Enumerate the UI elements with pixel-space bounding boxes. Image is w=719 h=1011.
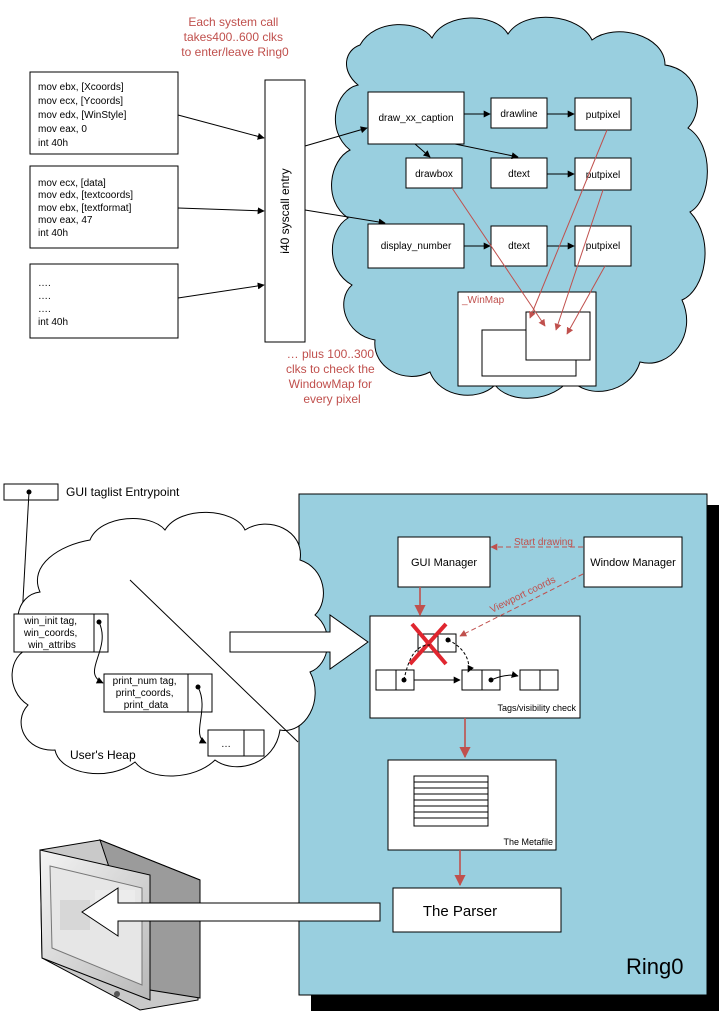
arrow-code3-entry bbox=[177, 282, 265, 299]
list-node-2 bbox=[461, 669, 501, 691]
node-draw-caption: draw_xx_caption bbox=[367, 91, 465, 145]
node-putpixel-1: putpixel bbox=[574, 97, 632, 131]
winmap-box: _WinMap bbox=[457, 291, 597, 387]
svg-text:putpixel: putpixel bbox=[586, 110, 620, 121]
arrow-parser-to-monitor bbox=[81, 887, 381, 937]
gui-manager: GUI Manager bbox=[397, 536, 491, 588]
svg-text:putpixel: putpixel bbox=[586, 170, 620, 181]
start-drawing-label: Start drawing bbox=[514, 537, 573, 548]
arrow-viewport-coords bbox=[459, 573, 584, 637]
node-display-number: display_number bbox=[367, 223, 465, 269]
svg-text:dtext: dtext bbox=[508, 241, 530, 252]
svg-text:Tags/visibility check: Tags/visibility check bbox=[497, 703, 576, 713]
link-node2-node3 bbox=[490, 671, 519, 681]
svg-text:_WinMap: _WinMap bbox=[461, 295, 505, 306]
arrow-code1-entry bbox=[177, 114, 265, 140]
user-heap-cloud bbox=[11, 511, 329, 777]
tag-win-init: win_init tag, win_coords, win_attribs bbox=[13, 613, 109, 653]
svg-text:The Metafile: The Metafile bbox=[503, 837, 553, 847]
tags-visibility-check: Tags/visibility check bbox=[369, 615, 581, 719]
window-manager: Window Manager bbox=[583, 536, 683, 588]
svg-text:win_init tag, win_coords: win_init tag, win_coords, win_attribs bbox=[23, 616, 80, 651]
node-dtext-2: dtext bbox=[490, 225, 548, 267]
arrow-entry-caption bbox=[304, 126, 368, 147]
red-arrow-putpixel2-winmap bbox=[554, 189, 604, 331]
svg-text:drawbox: drawbox bbox=[415, 169, 453, 180]
svg-text:draw_xx_caption: draw_xx_caption bbox=[378, 113, 453, 124]
red-arrow-putpixel1-winmap bbox=[529, 129, 608, 319]
gui-entrypoint: GUI taglist Entrypoint bbox=[3, 483, 180, 501]
node-putpixel-2: putpixel bbox=[574, 157, 632, 191]
monitor-icon bbox=[39, 839, 201, 1011]
heap-diagonal-line bbox=[129, 579, 299, 743]
svg-text:GUI Manager: GUI Manager bbox=[411, 557, 477, 569]
red-arrow-putpixel3-winmap bbox=[566, 265, 606, 335]
note-enter-cost: Each system call takes400..600 clks to e… bbox=[181, 15, 289, 59]
svg-text:mov ebx, [Xcoords] mov e: mov ebx, [Xcoords] mov ecx, [Ycoords] mo… bbox=[38, 82, 129, 149]
code-block-other: …. …. …. int 40h bbox=[29, 263, 179, 339]
dashed-link-from-crossed bbox=[447, 639, 474, 673]
svg-text:i40 syscall entry: i40 syscall entry bbox=[278, 168, 292, 253]
red-arrow-drawbox-winmap bbox=[451, 187, 546, 327]
svg-text:mov ecx, [data] mov edx,: mov ecx, [data] mov edx, [textcoords] mo… bbox=[38, 178, 136, 239]
code-block-window: mov ebx, [Xcoords] mov ecx, [Ycoords] mo… bbox=[29, 71, 179, 155]
node-drawbox: drawbox bbox=[405, 157, 463, 189]
tag-more: … bbox=[207, 729, 265, 757]
node-putpixel-3: putpixel bbox=[574, 225, 632, 267]
ring0-label: Ring0 bbox=[626, 954, 683, 979]
arrow-printtag-more bbox=[197, 686, 207, 744]
arrow-entry-number bbox=[304, 209, 386, 226]
svg-text:drawline: drawline bbox=[500, 109, 538, 120]
arrow-caption-drawbox bbox=[414, 143, 431, 158]
svg-text:The Parser: The Parser bbox=[423, 903, 497, 920]
heap-label: User's Heap bbox=[70, 748, 136, 762]
svg-text:GUI taglist Entrypoint: GUI taglist Entrypoint bbox=[66, 485, 180, 499]
arrow-code2-entry bbox=[177, 207, 265, 215]
dashed-link-to-crossed bbox=[403, 644, 431, 681]
arrow-heap-to-ring0 bbox=[229, 614, 369, 670]
parser: The Parser bbox=[392, 887, 562, 933]
cross-mark bbox=[408, 622, 448, 666]
svg-text:print_num tag, print_coo: print_num tag, print_coords, print_data bbox=[113, 676, 180, 711]
arrow-wintag-printtag bbox=[93, 621, 104, 684]
svg-text:…: … bbox=[221, 739, 231, 750]
note-check-cost: … plus 100..300 clks to check the Window… bbox=[286, 347, 378, 406]
tag-print-num: print_num tag, print_coords, print_data bbox=[103, 673, 213, 713]
svg-text:…. …. …. int: …. …. …. int 40h bbox=[38, 278, 68, 328]
list-node-3 bbox=[519, 669, 559, 691]
node-dtext-1: dtext bbox=[490, 157, 548, 189]
node-drawline: drawline bbox=[490, 97, 548, 129]
code-block-number: mov ecx, [data] mov edx, [textcoords] mo… bbox=[29, 165, 179, 249]
arrow-caption-dtext bbox=[454, 143, 519, 160]
svg-text:display_number: display_number bbox=[381, 241, 452, 252]
arrow-entrypoint-wintag bbox=[18, 491, 30, 619]
syscall-entry-bar: i40 syscall entry bbox=[264, 79, 306, 343]
list-node-1 bbox=[375, 669, 415, 691]
svg-text:putpixel: putpixel bbox=[586, 241, 620, 252]
metafile: The Metafile bbox=[387, 759, 557, 851]
svg-text:dtext: dtext bbox=[508, 169, 530, 180]
svg-text:Window Manager: Window Manager bbox=[590, 557, 676, 569]
